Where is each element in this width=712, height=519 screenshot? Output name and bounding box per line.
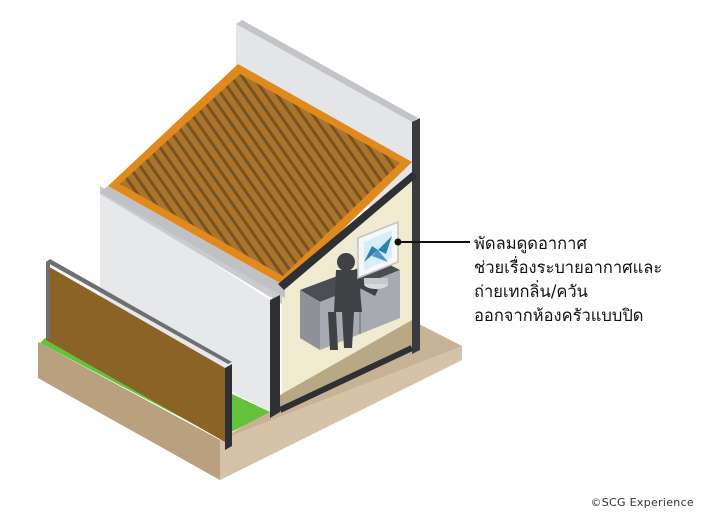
interior-floor bbox=[280, 320, 412, 412]
wall-frame bbox=[270, 172, 418, 418]
stove-pot bbox=[364, 278, 388, 289]
exhaust-fan-icon bbox=[357, 220, 399, 280]
roof bbox=[100, 64, 412, 298]
callout-line-3: ถ่ายเทกลิ่น/ควัน bbox=[474, 282, 588, 301]
front-fence bbox=[46, 259, 232, 450]
callout-line-4: ออกจากห้องครัวแบบปิด bbox=[474, 306, 644, 325]
callout-text: พัดลมดูดอากาศ ช่วยเรื่องระบายอากาศและ ถ่… bbox=[474, 232, 706, 328]
copyright-credit: ©SCG Experience bbox=[590, 496, 694, 509]
person-cooking-icon bbox=[328, 253, 378, 350]
callout-pointer bbox=[394, 238, 470, 246]
right-wall bbox=[412, 118, 420, 354]
callout-line-2: ช่วยเรื่องระบายอากาศและ bbox=[474, 258, 663, 277]
callout-line-1: พัดลมดูดอากาศ bbox=[474, 234, 587, 253]
